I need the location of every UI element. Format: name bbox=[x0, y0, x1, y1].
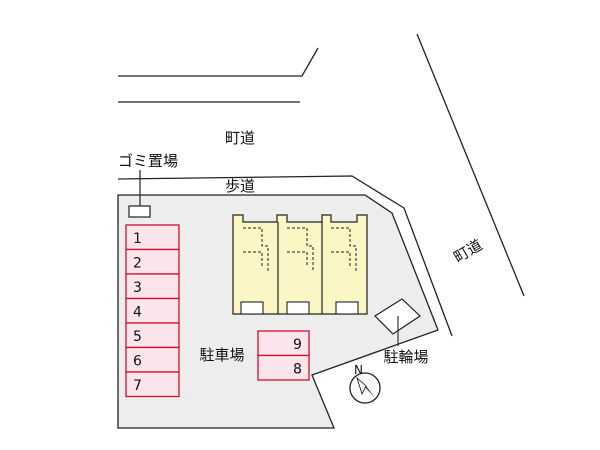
parking-space-left bbox=[125, 297, 180, 324]
parking-space-left-number: 3 bbox=[133, 280, 142, 296]
parking-space-left bbox=[125, 224, 180, 251]
bicycle-parking-shed bbox=[374, 298, 421, 346]
parking-space-left bbox=[125, 322, 180, 349]
town-road-label-right: 町道 bbox=[451, 236, 486, 267]
parking-space-center-number: 8 bbox=[293, 362, 302, 378]
road-edge-right bbox=[416, 33, 525, 297]
garbage-label: ゴミ置場 bbox=[118, 152, 178, 170]
north-label: N bbox=[354, 363, 363, 377]
parking-space-left-number: 1 bbox=[133, 231, 142, 247]
sidewalk-label: 歩道 bbox=[225, 177, 255, 195]
parking-space-left bbox=[125, 346, 180, 373]
parking-space-left bbox=[125, 371, 180, 398]
town-road-label-top: 町道 bbox=[225, 129, 255, 147]
parking-space-center bbox=[257, 354, 310, 381]
parking-space-left-number: 5 bbox=[133, 329, 142, 345]
parking-space-left bbox=[125, 248, 180, 275]
car-parking-label: 駐車場 bbox=[199, 346, 244, 364]
north-compass-icon: N bbox=[349, 363, 381, 404]
road-edge-upper bbox=[118, 47, 319, 77]
bicycle-parking-label: 駐輪場 bbox=[383, 348, 428, 366]
garbage-station bbox=[128, 205, 151, 218]
parking-space-left-number: 7 bbox=[133, 378, 142, 394]
parking-space-left-number: 6 bbox=[133, 354, 142, 370]
parking-column-left: 1 2 3 4 5 6 7 bbox=[125, 224, 180, 398]
parking-column-center: 98 bbox=[257, 330, 310, 381]
parking-space-left-number: 2 bbox=[133, 256, 142, 272]
apartment-building bbox=[232, 214, 368, 315]
parking-space-left-number: 4 bbox=[133, 305, 142, 321]
sidewalk-edge bbox=[117, 175, 453, 337]
parking-space-center-number: 9 bbox=[293, 337, 302, 353]
